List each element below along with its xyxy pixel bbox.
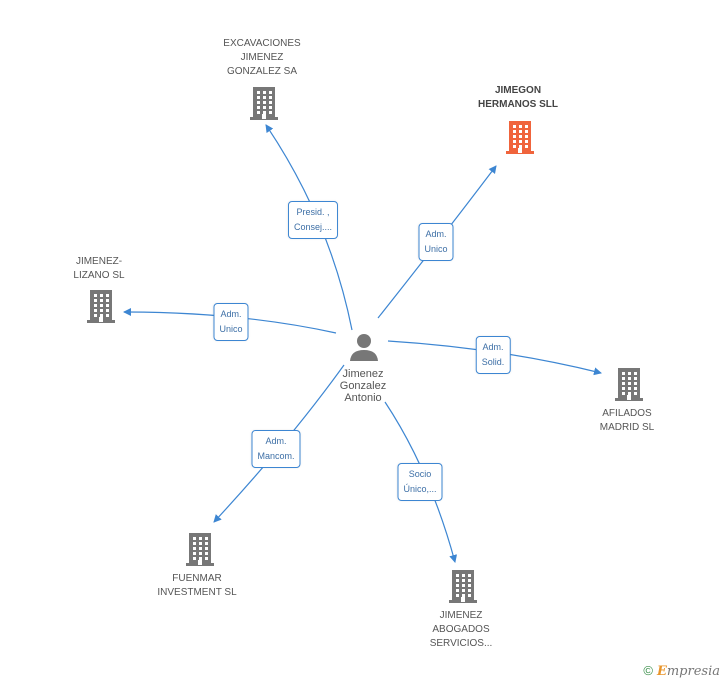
relation-label-excavaciones[interactable]: Presid. , Consej.... xyxy=(287,201,339,239)
footer-brand: ©Empresia xyxy=(643,663,720,679)
relation-label-fuenmar[interactable]: Adm. Mancom. xyxy=(251,430,301,468)
copyright-symbol: © xyxy=(643,663,653,678)
relation-label-jimenez-lizano[interactable]: Adm. Unico xyxy=(213,303,249,341)
relation-label-afilados[interactable]: Adm. Solid. xyxy=(475,336,511,374)
person-icon xyxy=(350,334,378,361)
company-label-afilados[interactable]: AFILADOS MADRID SL xyxy=(599,408,655,433)
building-icon xyxy=(506,121,534,154)
building-icon xyxy=(449,570,477,603)
company-node-afilados[interactable] xyxy=(613,366,645,407)
company-label-jimenez-lizano[interactable]: JIMENEZ- LIZANO SL xyxy=(73,256,125,281)
center-person-label[interactable]: Jimenez Gonzalez Antonio xyxy=(339,368,387,404)
relation-label-jimegon[interactable]: Adm. Unico xyxy=(418,223,454,261)
company-node-jimegon[interactable] xyxy=(504,119,536,160)
company-label-jimegon[interactable]: JIMEGON HERMANOS SLL xyxy=(478,85,558,110)
relation-label-jimenez-abogados[interactable]: Socio Único,... xyxy=(397,463,443,501)
company-node-fuenmar[interactable] xyxy=(184,531,216,572)
building-icon xyxy=(87,290,115,323)
brand-logo: Empresia xyxy=(656,664,720,679)
building-icon xyxy=(615,368,643,401)
building-icon xyxy=(186,533,214,566)
company-node-excavaciones[interactable] xyxy=(248,85,280,126)
company-label-fuenmar[interactable]: FUENMAR INVESTMENT SL xyxy=(157,573,237,598)
company-node-jimenez-lizano[interactable] xyxy=(85,288,117,329)
company-label-excavaciones[interactable]: EXCAVACIONES JIMENEZ GONZALEZ SA xyxy=(223,38,301,77)
company-node-jimenez-abogados[interactable] xyxy=(447,568,479,609)
building-icon xyxy=(250,87,278,120)
center-person-node[interactable] xyxy=(349,332,379,367)
company-label-jimenez-abogados[interactable]: JIMENEZ ABOGADOS SERVICIOS... xyxy=(429,610,493,649)
